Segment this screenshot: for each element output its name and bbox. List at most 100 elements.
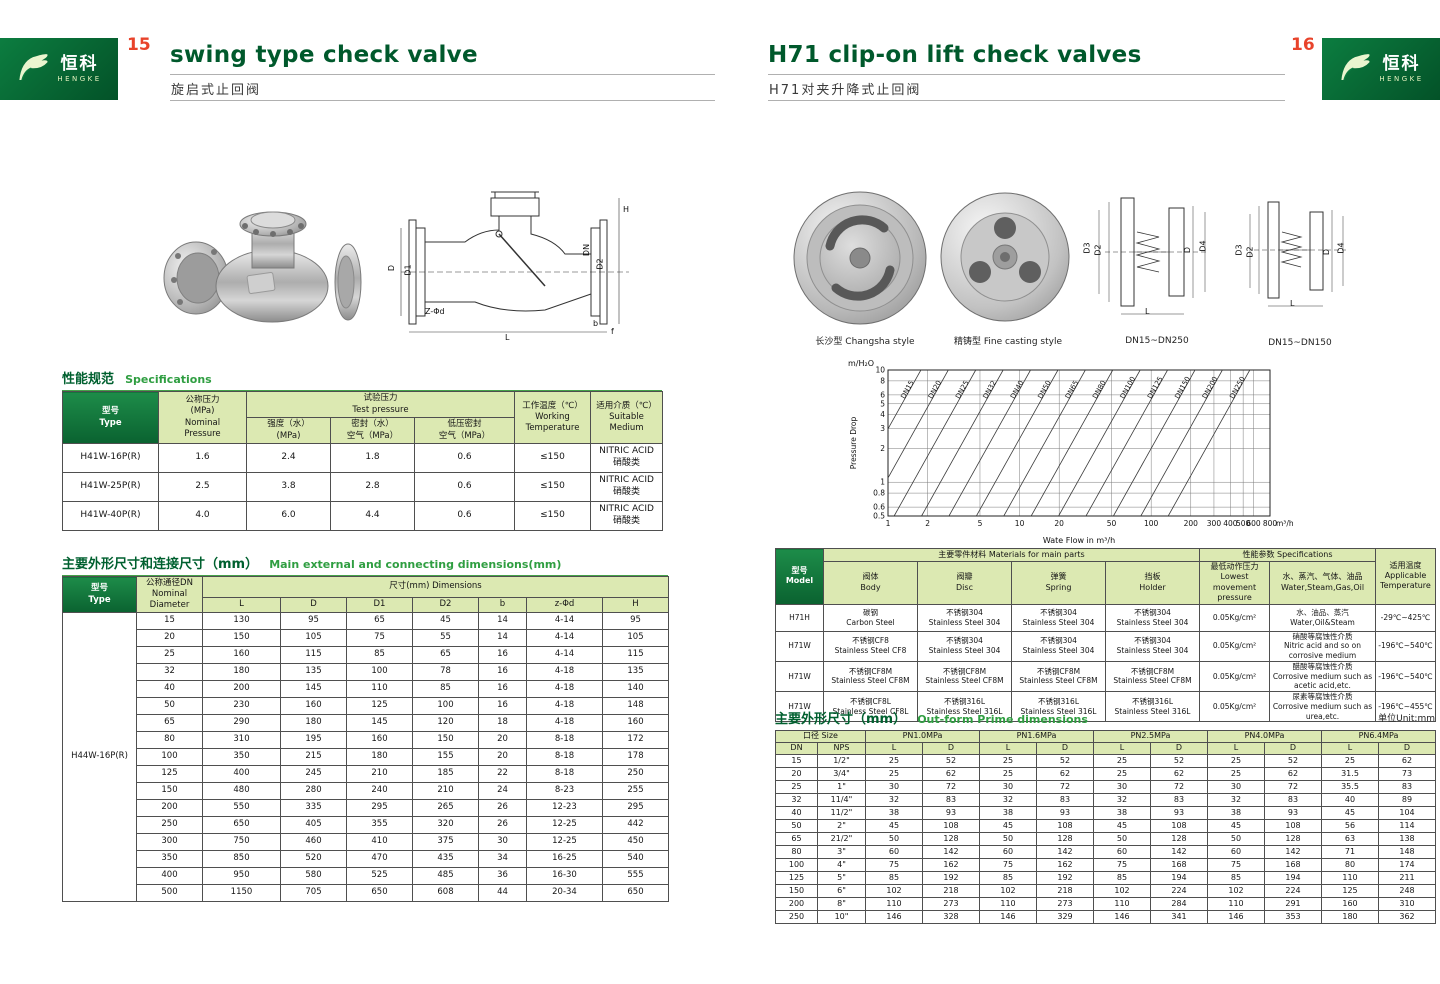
data-cell: 72 xyxy=(922,780,980,794)
data-cell: 160 xyxy=(346,731,413,749)
data-cell: 75 xyxy=(979,858,1037,872)
data-cell: -196℃~455℃ xyxy=(1375,691,1436,723)
svg-text:DN20: DN20 xyxy=(927,379,943,400)
data-cell: 20 xyxy=(478,731,527,749)
data-cell: 50 xyxy=(979,832,1037,846)
data-cell: 355 xyxy=(346,816,413,834)
data-cell: 168 xyxy=(1150,858,1208,872)
svg-text:Pressure Drop: Pressure Drop xyxy=(849,417,858,470)
data-cell: 32 xyxy=(1093,793,1151,807)
svg-text:2: 2 xyxy=(880,444,885,453)
data-cell: 145 xyxy=(280,680,347,698)
data-cell: 138 xyxy=(1378,832,1436,846)
data-cell: 不锈钢CF8M Stainless Steel CF8M xyxy=(1011,660,1106,693)
data-cell: 65 xyxy=(775,832,818,846)
data-cell: 20 xyxy=(775,767,818,781)
data-cell: 284 xyxy=(1150,897,1208,911)
header-cell: 挡板 Holder xyxy=(1105,561,1200,605)
data-cell: 38 xyxy=(1207,806,1265,820)
dim-label-L: L xyxy=(1290,299,1295,308)
svg-text:10: 10 xyxy=(1015,519,1025,528)
data-cell: 110 xyxy=(1093,897,1151,911)
dim-label-D2: D2 xyxy=(595,258,605,270)
data-cell: -29℃~425℃ xyxy=(1375,603,1436,632)
header-cell: 适用温度 Applicable Temperature xyxy=(1375,548,1436,605)
data-cell: 362 xyxy=(1378,910,1436,924)
data-cell: 105 xyxy=(602,629,669,647)
data-cell: 104 xyxy=(1378,806,1436,820)
brand-logo-left: 恒科 HENGKE xyxy=(0,38,118,100)
data-cell: H71W xyxy=(775,630,824,662)
swing-valve-photo xyxy=(160,182,370,342)
svg-text:3: 3 xyxy=(880,424,885,433)
data-cell: 水、油品、蒸汽 Water,Oil&Steam xyxy=(1269,603,1376,632)
data-cell: 12-25 xyxy=(526,833,603,851)
data-cell: 102 xyxy=(865,884,923,898)
data-cell: 4-18 xyxy=(526,663,603,681)
header-cell: 弹簧 Spring xyxy=(1011,561,1106,605)
wafer-valve-drawing-image xyxy=(1098,197,1209,315)
header-cell: D xyxy=(1378,742,1436,755)
data-cell: 353 xyxy=(1264,910,1322,924)
header-cell: PN1.0MPa xyxy=(865,730,980,743)
svg-text:50: 50 xyxy=(1107,519,1117,528)
data-cell: 100 xyxy=(775,858,818,872)
data-cell: 50 xyxy=(865,832,923,846)
data-cell: NITRIC ACID 硝酸类 xyxy=(590,501,663,531)
data-cell: 150 xyxy=(412,731,479,749)
data-cell: 125 xyxy=(775,871,818,885)
header-cell: D xyxy=(280,597,347,613)
data-cell: 100 xyxy=(136,748,203,766)
dim-label-D: D xyxy=(1183,246,1193,254)
header-cell: 试验压力 Test pressure xyxy=(246,391,515,418)
data-cell: 435 xyxy=(412,850,479,868)
data-cell: 2.8 xyxy=(330,472,415,502)
outform-heading-en: Out-form Prime dimensions xyxy=(917,713,1088,726)
data-cell: 不锈钢304 Stainless Steel 304 xyxy=(917,630,1012,662)
data-cell: 不锈钢CF8M Stainless Steel CF8M xyxy=(1105,660,1200,693)
header-cell: 口径 Size xyxy=(775,730,866,743)
data-cell: 不锈钢316L Stainless Steel 316L xyxy=(917,691,1012,723)
data-cell: 4-14 xyxy=(526,612,603,630)
data-cell: 55 xyxy=(412,629,479,647)
svg-text:m/H₂O: m/H₂O xyxy=(848,359,874,368)
data-cell: 45 xyxy=(1207,819,1265,833)
data-cell: 16 xyxy=(478,663,527,681)
data-cell: 250 xyxy=(136,816,203,834)
dim-label-D1: D1 xyxy=(403,264,413,276)
data-cell: 480 xyxy=(202,782,281,800)
data-cell: 328 xyxy=(922,910,980,924)
data-cell: 168 xyxy=(1264,858,1322,872)
data-cell: -196℃~540℃ xyxy=(1375,630,1436,662)
svg-text:DN32: DN32 xyxy=(982,379,998,400)
brand-name: 恒科 HENGKE xyxy=(1379,55,1423,83)
data-cell: 20 xyxy=(136,629,203,647)
swing-valve-photo-image xyxy=(163,211,362,323)
data-cell: 8-18 xyxy=(526,731,603,749)
data-cell: 75 xyxy=(1207,858,1265,872)
data-cell: 85 xyxy=(346,646,413,664)
header-cell: DN xyxy=(775,742,818,755)
data-cell: 140 xyxy=(602,680,669,698)
header-cell: D1 xyxy=(346,597,413,613)
data-cell: 不锈钢304 Stainless Steel 304 xyxy=(1011,603,1106,632)
data-cell: 95 xyxy=(280,612,347,630)
data-cell: 110 xyxy=(1207,897,1265,911)
data-cell: 72 xyxy=(1264,780,1322,794)
dimensions-section-heading: 主要外形尺寸和连接尺寸（mm） Main external and connec… xyxy=(62,553,668,577)
data-cell: 0.05Kg/cm² xyxy=(1199,603,1270,632)
data-cell: 291 xyxy=(1264,897,1322,911)
data-cell: 30 xyxy=(1207,780,1265,794)
data-cell: 62 xyxy=(1150,767,1208,781)
svg-text:500: 500 xyxy=(1236,519,1251,528)
data-cell: 500 xyxy=(136,884,203,902)
data-cell: 45 xyxy=(1093,819,1151,833)
svg-text:800: 800 xyxy=(1263,519,1278,528)
data-cell: 30 xyxy=(865,780,923,794)
data-cell: 148 xyxy=(602,697,669,715)
svg-text:10: 10 xyxy=(875,366,885,375)
dim-label-D4: D4 xyxy=(1336,242,1346,254)
data-cell: 194 xyxy=(1150,871,1208,885)
data-cell: 11/2" xyxy=(817,806,866,820)
